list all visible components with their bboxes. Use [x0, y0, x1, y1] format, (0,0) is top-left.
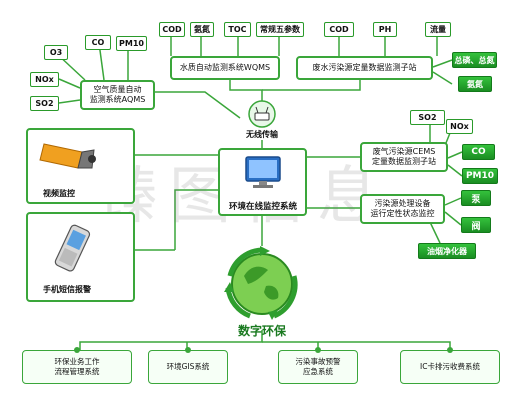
eco-label: 数字环保: [238, 324, 287, 338]
cems-param-pm10: PM10: [462, 168, 498, 184]
bottom-gis-label: 环境GIS系统: [166, 362, 210, 371]
facility-param-valve: 阀: [461, 217, 491, 233]
wastewater-box: 废水污染源定量数据监测子站: [296, 56, 433, 80]
aqms-box: 空气质量自动 监测系统AQMS: [80, 80, 155, 110]
bottom-ic-card-label: IC卡排污收费系统: [420, 362, 480, 371]
mobile-phone-icon: [48, 224, 96, 274]
aqms-title: 空气质量自动 监测系统AQMS: [89, 85, 146, 104]
wqms-param-ammonia: 氨氮: [190, 22, 214, 37]
facility-box: 污染源处理设备 运行定性状态监控: [360, 194, 445, 224]
wqms-box: 水质自动监测系统WQMS: [170, 56, 280, 80]
aqms-param-so2: SO2: [30, 96, 59, 111]
wastewater-param-ph: PH: [373, 22, 397, 37]
video-panel: 视频监控: [26, 128, 135, 204]
bottom-workflow-label: 环保业务工作 流程管理系统: [54, 357, 100, 376]
wastewater-param-flow: 流量: [425, 22, 451, 37]
cems-param-nox: NOx: [446, 119, 473, 134]
wastewater-param-pn: 总磷、总氮: [452, 52, 497, 68]
video-label: 视频监控: [43, 189, 75, 198]
sms-panel: 手机短信报警: [26, 212, 135, 302]
facility-param-pump: 泵: [461, 190, 491, 206]
system-panel: 环境在线监控系统: [218, 148, 307, 216]
bottom-accident: 污染事故预警 应急系统: [278, 347, 358, 384]
bottom-ic-card: IC卡排污收费系统: [400, 347, 500, 384]
facility-title: 污染源处理设备 运行定性状态监控: [370, 199, 435, 218]
bottom-gis: 环境GIS系统: [148, 347, 228, 384]
cems-param-co: CO: [462, 144, 495, 160]
wireless-label: 无线传输: [246, 130, 278, 139]
aqms-param-co: CO: [85, 35, 111, 50]
aqms-param-o3: O3: [44, 45, 68, 60]
video-camera-icon: [38, 138, 98, 176]
wastewater-param-ammonia: 氨氮: [458, 76, 492, 92]
sms-label: 手机短信报警: [43, 285, 91, 294]
wqms-param-five: 常规五参数: [256, 22, 304, 37]
facility-param-fume: 油烟净化器: [418, 243, 476, 259]
green-earth-recycle-icon: [222, 246, 302, 322]
bottom-accident-label: 污染事故预警 应急系统: [295, 357, 341, 376]
aqms-param-nox: NOx: [30, 72, 59, 87]
cems-param-so2: SO2: [410, 110, 445, 125]
wireless-router-icon: [244, 100, 280, 128]
wastewater-param-cod: COD: [324, 22, 354, 37]
cems-title: 废气污染源CEMS 定量数据监测子站: [372, 147, 436, 166]
aqms-param-pm10: PM10: [116, 36, 147, 51]
cems-box: 废气污染源CEMS 定量数据监测子站: [360, 142, 448, 172]
system-label: 环境在线监控系统: [228, 202, 297, 212]
wqms-param-toc: TOC: [224, 22, 251, 37]
computer-monitor-icon: [244, 155, 282, 191]
bottom-workflow: 环保业务工作 流程管理系统: [22, 347, 132, 384]
wqms-param-cod: COD: [159, 22, 185, 37]
